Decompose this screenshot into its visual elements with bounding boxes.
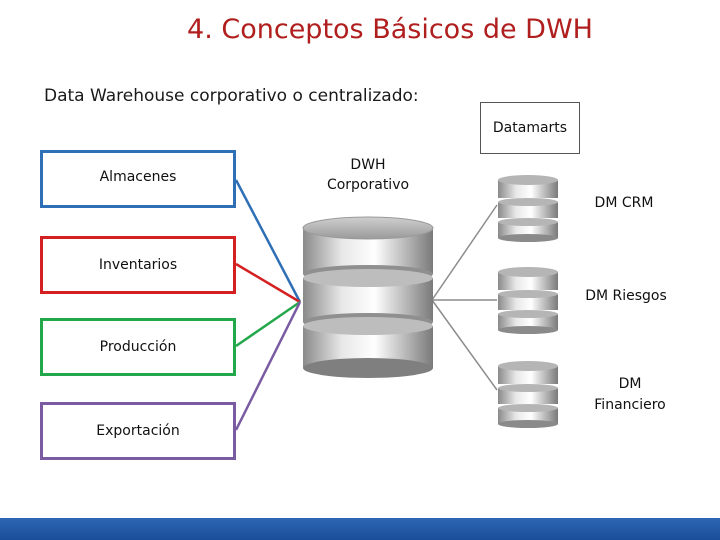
dwh-label: DWH Corporativo [308,155,428,195]
source-box-exportacion: Exportación [40,402,236,460]
line-produccion [235,300,301,348]
slide-title: 4. Conceptos Básicos de DWH [187,14,593,45]
line-dm-crm [431,204,498,301]
source-label-almacenes: Almacenes [99,169,177,185]
dwh-database-icon [302,216,434,378]
source-box-inventarios: Inventarios [40,236,236,294]
source-label-exportacion: Exportación [96,423,180,439]
slide-subtitle: Data Warehouse corporativo o centralizad… [44,86,419,106]
line-exportacion [234,301,302,431]
datamarts-label: Datamarts [492,120,568,136]
dm-financiero-database-icon [498,361,558,428]
dm-crm-line1: DM CRM [594,195,654,211]
dm-crm-database-icon [498,175,558,242]
dm-crm-label: DM CRM [584,195,664,211]
dm-financiero-line1: DM [618,376,642,392]
dm-riesgos-database-icon [498,267,558,334]
line-inventarios [235,262,301,304]
line-dm-financiero [431,299,498,391]
source-box-produccion: Producción [40,318,236,376]
footer-bar [0,518,720,540]
source-box-almacenes: Almacenes [40,150,236,208]
source-label-inventarios: Inventarios [98,257,178,273]
dwh-label-line1: DWH [350,157,386,173]
datamarts-box: Datamarts [480,102,580,154]
dm-financiero-label: DM Financiero [584,374,676,416]
line-almacenes [234,179,302,303]
dm-riesgos-line1: DM Riesgos [585,288,667,304]
dm-financiero-line2: Financiero [594,397,666,413]
dwh-label-line2: Corporativo [326,177,410,193]
source-label-produccion: Producción [99,339,177,355]
dm-riesgos-label: DM Riesgos [578,288,674,304]
